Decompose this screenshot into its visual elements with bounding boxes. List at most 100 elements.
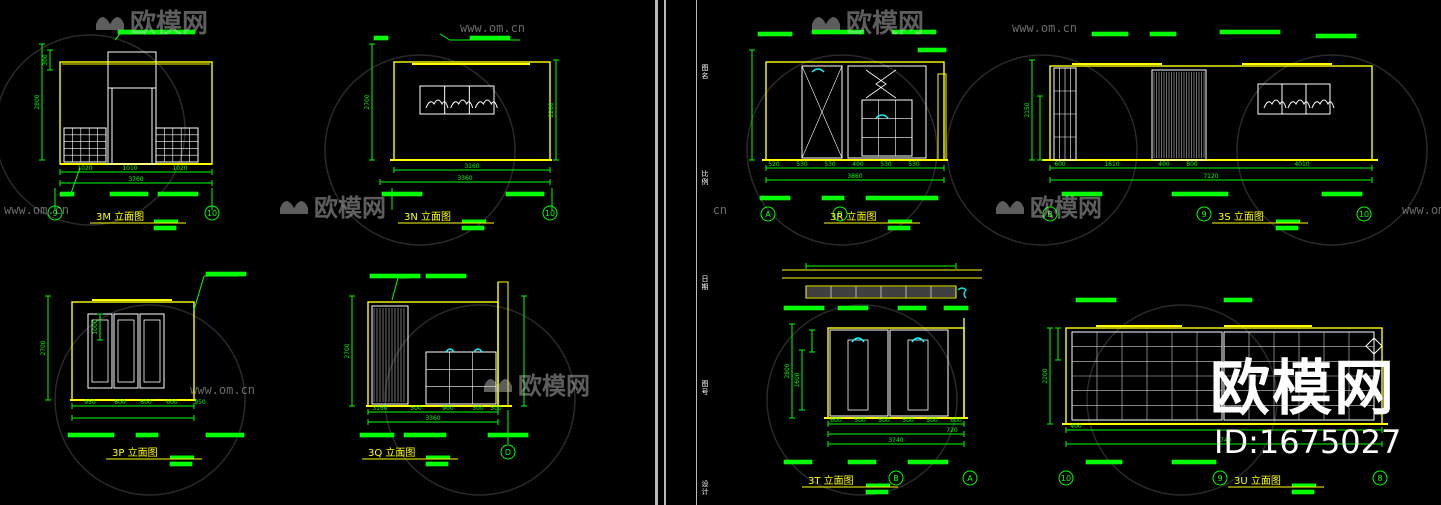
dimension-label: 1600 [794, 372, 801, 387]
axis-bubble-9 [1212, 470, 1228, 486]
watermark-url: www.om.cn [190, 383, 255, 397]
axis-bubble-b [888, 470, 904, 486]
dimension-label: 2700 [364, 94, 371, 109]
axis-bubble-a [962, 470, 978, 486]
annotation-text [59, 191, 75, 197]
dimension-label: 3360 [457, 175, 472, 182]
dimension-label: 2150 [1024, 102, 1031, 117]
annotation-text [135, 432, 159, 438]
artwork-figure [1287, 99, 1311, 109]
axis-bubble-a-label: A [967, 474, 973, 483]
dimension-label: 3740 [1216, 437, 1231, 444]
axis-bubble-b [832, 206, 848, 222]
dimension-label: 900 [442, 405, 454, 412]
annotation-text [887, 225, 911, 231]
elevation-3n-outline [393, 61, 551, 161]
elevation-3r-outline [765, 61, 945, 161]
watermark-sofa-icon [484, 379, 512, 392]
annotation-text [865, 195, 939, 201]
door-leaf [111, 87, 153, 165]
dimension-label: 3860 [847, 173, 862, 180]
watermark-sofa-icon [280, 201, 308, 214]
watermark: 欧模网 [484, 372, 590, 400]
annotation-text [1219, 29, 1281, 35]
axis-bubble-b-label: B [837, 210, 843, 219]
axis-bubble-d-label: D [505, 448, 511, 457]
dimension-label: 600 [114, 399, 126, 406]
dimension-label: 400 [1158, 161, 1170, 168]
annotation-text [897, 305, 927, 311]
annotation-text [1321, 191, 1363, 197]
artwork-figure [474, 99, 498, 109]
annotation-text [425, 273, 467, 279]
axis-bubble-10 [1356, 206, 1372, 222]
axis-bubble-9-label: 9 [52, 209, 57, 218]
annotation-text [1149, 31, 1177, 37]
watermark-url: www.om.cn [712, 203, 727, 217]
annotation-text [1085, 459, 1123, 465]
watermark-id: ID:1675027 [1214, 423, 1402, 461]
drawing-title: 3U 立面图 [1234, 474, 1281, 487]
strip-label: 比例 [701, 170, 709, 186]
cabinet-panel [907, 339, 929, 411]
dimension-label: 500 [902, 417, 914, 424]
axis-bubble-10-label: 10 [207, 209, 217, 218]
annotation-text [373, 35, 389, 41]
axis-bubble-8-label: 8 [1377, 474, 1382, 483]
drawing-title: 3N 立面图 [404, 210, 451, 223]
vanity-unit [861, 99, 913, 157]
annotation-text [917, 47, 947, 53]
mirror-decor [865, 69, 897, 99]
annotation-text [1291, 489, 1315, 495]
dimension-label: 600 [1054, 161, 1066, 168]
dimension-label: 3360 [425, 415, 440, 422]
drawing-title: 3S 立面图 [1218, 210, 1264, 223]
dimension-label: 500 [926, 417, 938, 424]
cabinet-door-3 [139, 313, 165, 389]
dimension-label: 2700 [40, 340, 47, 355]
faucet-icon [811, 68, 889, 119]
annotation-text [891, 29, 937, 35]
annotation-text [403, 432, 447, 438]
strip-label: 图名 [701, 64, 709, 80]
watermark-ring [324, 54, 516, 246]
radiator-cover-left [63, 127, 107, 163]
strip-label: 日期 [701, 275, 709, 291]
annotation-text [505, 191, 545, 197]
leader-line [391, 277, 399, 301]
annotation-text [837, 305, 869, 311]
annotation-text [469, 35, 511, 41]
watermark-url: www.om.cn [1402, 203, 1441, 217]
dimension-label: 400 [852, 161, 864, 168]
dimension-label: 600 [830, 417, 842, 424]
splitter[interactable] [655, 0, 658, 505]
axis-bubble-9-label: 9 [1217, 474, 1222, 483]
dimension-label: 300 [42, 54, 49, 66]
annotation-text [943, 305, 969, 311]
annotation-text [759, 195, 791, 201]
watermark-sofa-icon [96, 17, 124, 30]
dimension-label: 530 [824, 161, 836, 168]
watermark-sofa-icon [812, 17, 840, 30]
dimension-label: 3160 [464, 163, 479, 170]
watermark-ring [54, 304, 246, 496]
annotation-text [783, 305, 825, 311]
annotation-text [757, 31, 793, 37]
annotation-text [1171, 459, 1217, 465]
vanity-cabinet [425, 351, 497, 405]
watermark-ring [746, 54, 938, 246]
annotation-text [847, 459, 877, 465]
annotation-text [821, 195, 845, 201]
watermark-logo: 欧模网 [1210, 354, 1396, 424]
watermark-url: www.om.cn [4, 203, 69, 217]
axis-bubble-10-label: 10 [545, 209, 555, 218]
dimension-label: 400 [1070, 423, 1082, 430]
faucet-icon [445, 348, 483, 353]
dimension-label: 720 [946, 427, 958, 434]
dimension-label: 1000 [92, 319, 99, 334]
dimension-label: 530 [908, 161, 920, 168]
side-panel [937, 73, 947, 161]
axis-bubble-b-label: B [893, 474, 899, 483]
